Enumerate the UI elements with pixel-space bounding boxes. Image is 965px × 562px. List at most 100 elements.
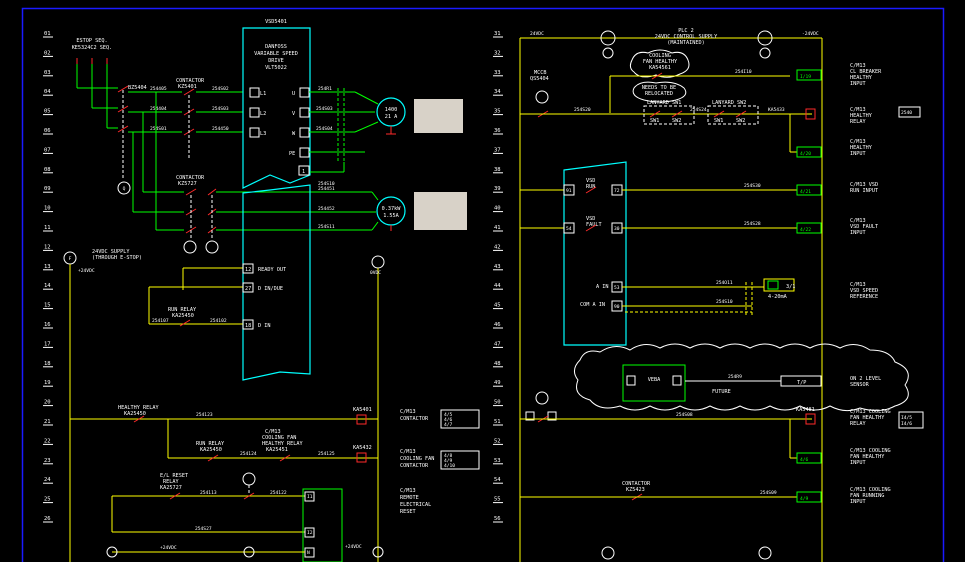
svg-text:C/M13: C/M13 bbox=[850, 139, 866, 145]
svg-text:C/M13 VSD: C/M13 VSD bbox=[850, 182, 878, 188]
supply-label-1: ESTOP SEQ. bbox=[76, 38, 107, 44]
svg-text:MCCB: MCCB bbox=[534, 70, 547, 76]
svg-text:4/9: 4/9 bbox=[800, 496, 809, 502]
rung-number: 55 bbox=[494, 497, 501, 503]
svg-text:INPUT: INPUT bbox=[850, 230, 866, 236]
analog-output bbox=[763, 278, 795, 292]
rung-number: 09 bbox=[44, 186, 51, 192]
svg-text:LANYARD SW2: LANYARD SW2 bbox=[712, 100, 746, 106]
rung-number: 13 bbox=[44, 264, 51, 270]
rung-number: 25 bbox=[44, 497, 51, 503]
run-relay-label: RUN RELAY bbox=[168, 307, 197, 313]
svg-text:DRIVE: DRIVE bbox=[268, 58, 284, 64]
rung-number: 08 bbox=[44, 167, 51, 173]
svg-text:REMOTE: REMOTE bbox=[400, 495, 419, 501]
svg-text:254452: 254452 bbox=[318, 206, 335, 212]
svg-text:RUN INPUT: RUN INPUT bbox=[850, 188, 878, 194]
rung-number: 46 bbox=[494, 322, 501, 328]
svg-text:RESET: RESET bbox=[400, 509, 416, 515]
svg-text:RUN RELAY: RUN RELAY bbox=[196, 441, 225, 447]
rung-number: 31 bbox=[494, 31, 501, 37]
svg-text:READY OUT: READY OUT bbox=[258, 267, 286, 273]
svg-text:4/8: 4/8 bbox=[444, 453, 453, 459]
svg-text:4/6: 4/6 bbox=[800, 457, 809, 463]
svg-text:E/L RESET: E/L RESET bbox=[160, 473, 188, 479]
rung-number: 20 bbox=[44, 400, 51, 406]
svg-text:254S27: 254S27 bbox=[195, 526, 212, 532]
motor-1-image bbox=[414, 99, 463, 133]
svg-text:18: 18 bbox=[245, 323, 251, 329]
svg-text:254102: 254102 bbox=[210, 318, 227, 324]
healthy-relay-label: HEALTHY RELAY bbox=[118, 405, 159, 411]
svg-text:254125: 254125 bbox=[318, 451, 335, 457]
contactor2-tag: KZ5727 bbox=[178, 181, 197, 187]
svg-text:C/M13: C/M13 bbox=[850, 218, 866, 224]
svg-text:-24VDC: -24VDC bbox=[802, 31, 819, 37]
svg-text:12: 12 bbox=[245, 267, 251, 273]
svg-text:4-20mA: 4-20mA bbox=[768, 294, 788, 300]
svg-text:SW1: SW1 bbox=[650, 118, 659, 124]
rung-number: 17 bbox=[44, 341, 51, 347]
svg-text:254S02: 254S02 bbox=[212, 86, 229, 92]
rung-number: 02 bbox=[44, 50, 51, 56]
svg-text:254404: 254404 bbox=[150, 106, 167, 112]
svg-text:254124: 254124 bbox=[240, 451, 257, 457]
svg-text:D IN: D IN bbox=[258, 323, 271, 329]
svg-text:DANFOSS: DANFOSS bbox=[265, 44, 287, 50]
svg-text:KA54561: KA54561 bbox=[649, 65, 671, 71]
svg-text:I1: I1 bbox=[307, 494, 313, 500]
rung-number: 14 bbox=[44, 283, 51, 289]
svg-text:KA25727: KA25727 bbox=[160, 485, 182, 491]
left-sheet: ESTOP SEQ. KE5324C2 SEQ. BZ5404 Q CONTAC… bbox=[63, 19, 480, 562]
svg-text:KA25451: KA25451 bbox=[266, 447, 288, 453]
svg-text:C/M13: C/M13 bbox=[400, 488, 416, 494]
svg-text:I4/6: I4/6 bbox=[901, 421, 912, 427]
svg-text:C/M13 COOLING: C/M13 COOLING bbox=[850, 487, 891, 493]
svg-text:C/M13: C/M13 bbox=[850, 107, 866, 113]
svg-text:+24VDC: +24VDC bbox=[345, 544, 362, 550]
svg-text:30: 30 bbox=[614, 226, 620, 232]
run-relay-tag: KA25450 bbox=[172, 313, 194, 319]
svg-text:KA5433: KA5433 bbox=[768, 107, 785, 113]
svg-text:HEALTHY RELAY: HEALTHY RELAY bbox=[262, 441, 303, 447]
svg-text:CL BREAKER: CL BREAKER bbox=[850, 69, 882, 75]
svg-text:254S03: 254S03 bbox=[212, 106, 229, 112]
rung-number: 10 bbox=[44, 206, 51, 212]
rung-number: 54 bbox=[494, 477, 501, 483]
rung-number: 22 bbox=[44, 438, 51, 444]
rung-number: 18 bbox=[44, 361, 51, 367]
breaker-tag: BZ5404 bbox=[128, 85, 147, 91]
svg-text:FAN HEALTHY: FAN HEALTHY bbox=[643, 59, 678, 65]
svg-text:COM A IN: COM A IN bbox=[580, 302, 605, 308]
svg-text:T/P: T/P bbox=[797, 380, 806, 386]
rung-number: 15 bbox=[44, 303, 51, 309]
svg-text:I4/5: I4/5 bbox=[901, 415, 912, 421]
svg-text:A IN: A IN bbox=[596, 284, 609, 290]
svg-text:I/19: I/19 bbox=[800, 74, 811, 80]
svg-text:254S30: 254S30 bbox=[744, 183, 761, 189]
svg-text:FAULT: FAULT bbox=[586, 222, 602, 228]
svg-text:24VDC CONTROL SUPPLY: 24VDC CONTROL SUPPLY bbox=[655, 34, 718, 40]
svg-text:RELAY: RELAY bbox=[163, 479, 179, 485]
rung-number: 07 bbox=[44, 147, 51, 153]
rung-number: 05 bbox=[44, 109, 51, 115]
svg-text:VSD: VSD bbox=[586, 216, 595, 222]
svg-text:I2: I2 bbox=[307, 530, 313, 536]
svg-text:SW2: SW2 bbox=[736, 118, 745, 124]
svg-text:(MAINTAINED): (MAINTAINED) bbox=[667, 40, 704, 46]
svg-text:C/M13 COOLING: C/M13 COOLING bbox=[850, 448, 891, 454]
rung-number: 06 bbox=[44, 128, 51, 134]
svg-text:L1: L1 bbox=[260, 91, 266, 97]
svg-text:C/M13: C/M13 bbox=[265, 429, 281, 435]
svg-text:CONTACTOR: CONTACTOR bbox=[400, 416, 429, 422]
rung-number: 03 bbox=[44, 70, 51, 76]
vsd-drive: VSD5401 DANFOSS VARIABLE SPEED DRIVE VLT… bbox=[242, 19, 311, 381]
svg-text:254S01: 254S01 bbox=[150, 126, 167, 132]
rung-number: 04 bbox=[44, 89, 51, 95]
contactor2-label: CONTACTOR bbox=[176, 175, 205, 181]
rung-number: 21 bbox=[44, 419, 51, 425]
svg-text:KA5401: KA5401 bbox=[353, 407, 372, 413]
svg-text:1.55A: 1.55A bbox=[383, 213, 399, 219]
svg-text:254S03: 254S03 bbox=[316, 106, 333, 112]
